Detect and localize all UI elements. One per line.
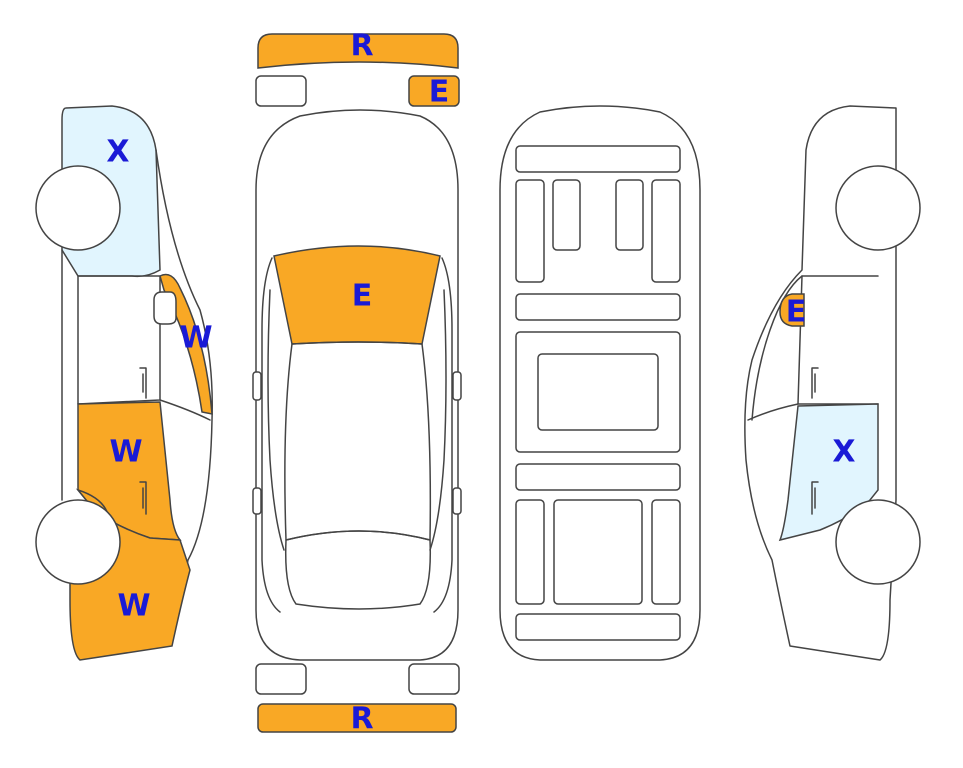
left-rear-quarter-mark: X bbox=[106, 135, 129, 170]
front-right-lamp bbox=[408, 75, 460, 107]
right-window-line bbox=[747, 403, 799, 421]
front-bumper-group: R E bbox=[255, 29, 460, 110]
underbody-cross-member-2 bbox=[515, 463, 681, 491]
right-front-door-handle bbox=[811, 481, 819, 515]
underbody-front-right-rail bbox=[651, 179, 681, 283]
right-front-door-mark: X bbox=[832, 435, 855, 470]
left-rear-wheel bbox=[35, 165, 121, 251]
front-bumper-mark: R bbox=[350, 29, 373, 64]
windshield-mark: E bbox=[352, 279, 373, 314]
left-rear-door-handle bbox=[139, 367, 147, 399]
top-left-rear-mirror bbox=[252, 487, 262, 515]
right-a-pillar-line bbox=[751, 275, 803, 421]
right-front-wheel bbox=[835, 499, 921, 585]
underbody-front-bar bbox=[515, 145, 681, 173]
left-front-wheel bbox=[35, 499, 121, 585]
underbody-rear-right-rail bbox=[651, 499, 681, 605]
rear-window-outline bbox=[284, 530, 432, 610]
rear-bumper-mark: R bbox=[350, 702, 373, 737]
top-left-mirror bbox=[252, 371, 262, 401]
top-view-body bbox=[255, 109, 459, 661]
left-front-fender-mark: W bbox=[117, 589, 150, 624]
rear-bumper-group: R bbox=[255, 663, 460, 737]
left-side-view: X W W W bbox=[35, 105, 213, 661]
right-rear-wheel bbox=[835, 165, 921, 251]
right-side-view: E X bbox=[744, 105, 921, 661]
right-mirror-mark: E bbox=[786, 295, 807, 330]
rear-right-lamp bbox=[408, 663, 460, 695]
underbody-cross-member-1 bbox=[515, 293, 681, 321]
underbody-floor-inner bbox=[537, 353, 659, 431]
rear-bumper-panel bbox=[257, 703, 457, 733]
front-left-lamp bbox=[255, 75, 307, 107]
front-bumper-panel bbox=[257, 33, 459, 69]
underbody-rear-bar bbox=[515, 613, 681, 641]
underbody-rear-left-rail bbox=[515, 499, 545, 605]
top-left-inner-line bbox=[267, 289, 285, 551]
left-a-pillar-panel bbox=[159, 273, 213, 415]
right-rear-door-outline bbox=[797, 275, 879, 405]
left-front-door-mark: W bbox=[109, 435, 142, 470]
top-right-mirror bbox=[452, 371, 462, 401]
top-right-inner-line bbox=[429, 289, 447, 551]
right-rear-door-handle bbox=[811, 367, 819, 399]
rear-left-lamp bbox=[255, 663, 307, 695]
left-window-line bbox=[159, 399, 211, 421]
top-left-fender-line bbox=[261, 257, 281, 613]
top-right-fender-line bbox=[433, 257, 453, 613]
left-a-pillar-mark: W bbox=[179, 321, 212, 356]
left-front-door-handle bbox=[139, 481, 147, 515]
right-body-outline bbox=[744, 105, 897, 661]
front-right-lamp-mark: E bbox=[429, 75, 450, 110]
left-rear-door-outline bbox=[77, 275, 161, 405]
underbody-view bbox=[499, 105, 701, 661]
top-view-car: E bbox=[252, 109, 462, 661]
right-mirror-panel bbox=[779, 293, 805, 327]
left-quarter-window bbox=[153, 291, 177, 325]
underbody-front-left-rail bbox=[515, 179, 545, 283]
underbody-front-mid-right bbox=[615, 179, 644, 251]
underbody-rear-center bbox=[553, 499, 643, 605]
top-right-rear-mirror bbox=[452, 487, 462, 515]
underbody-front-mid-left bbox=[552, 179, 581, 251]
